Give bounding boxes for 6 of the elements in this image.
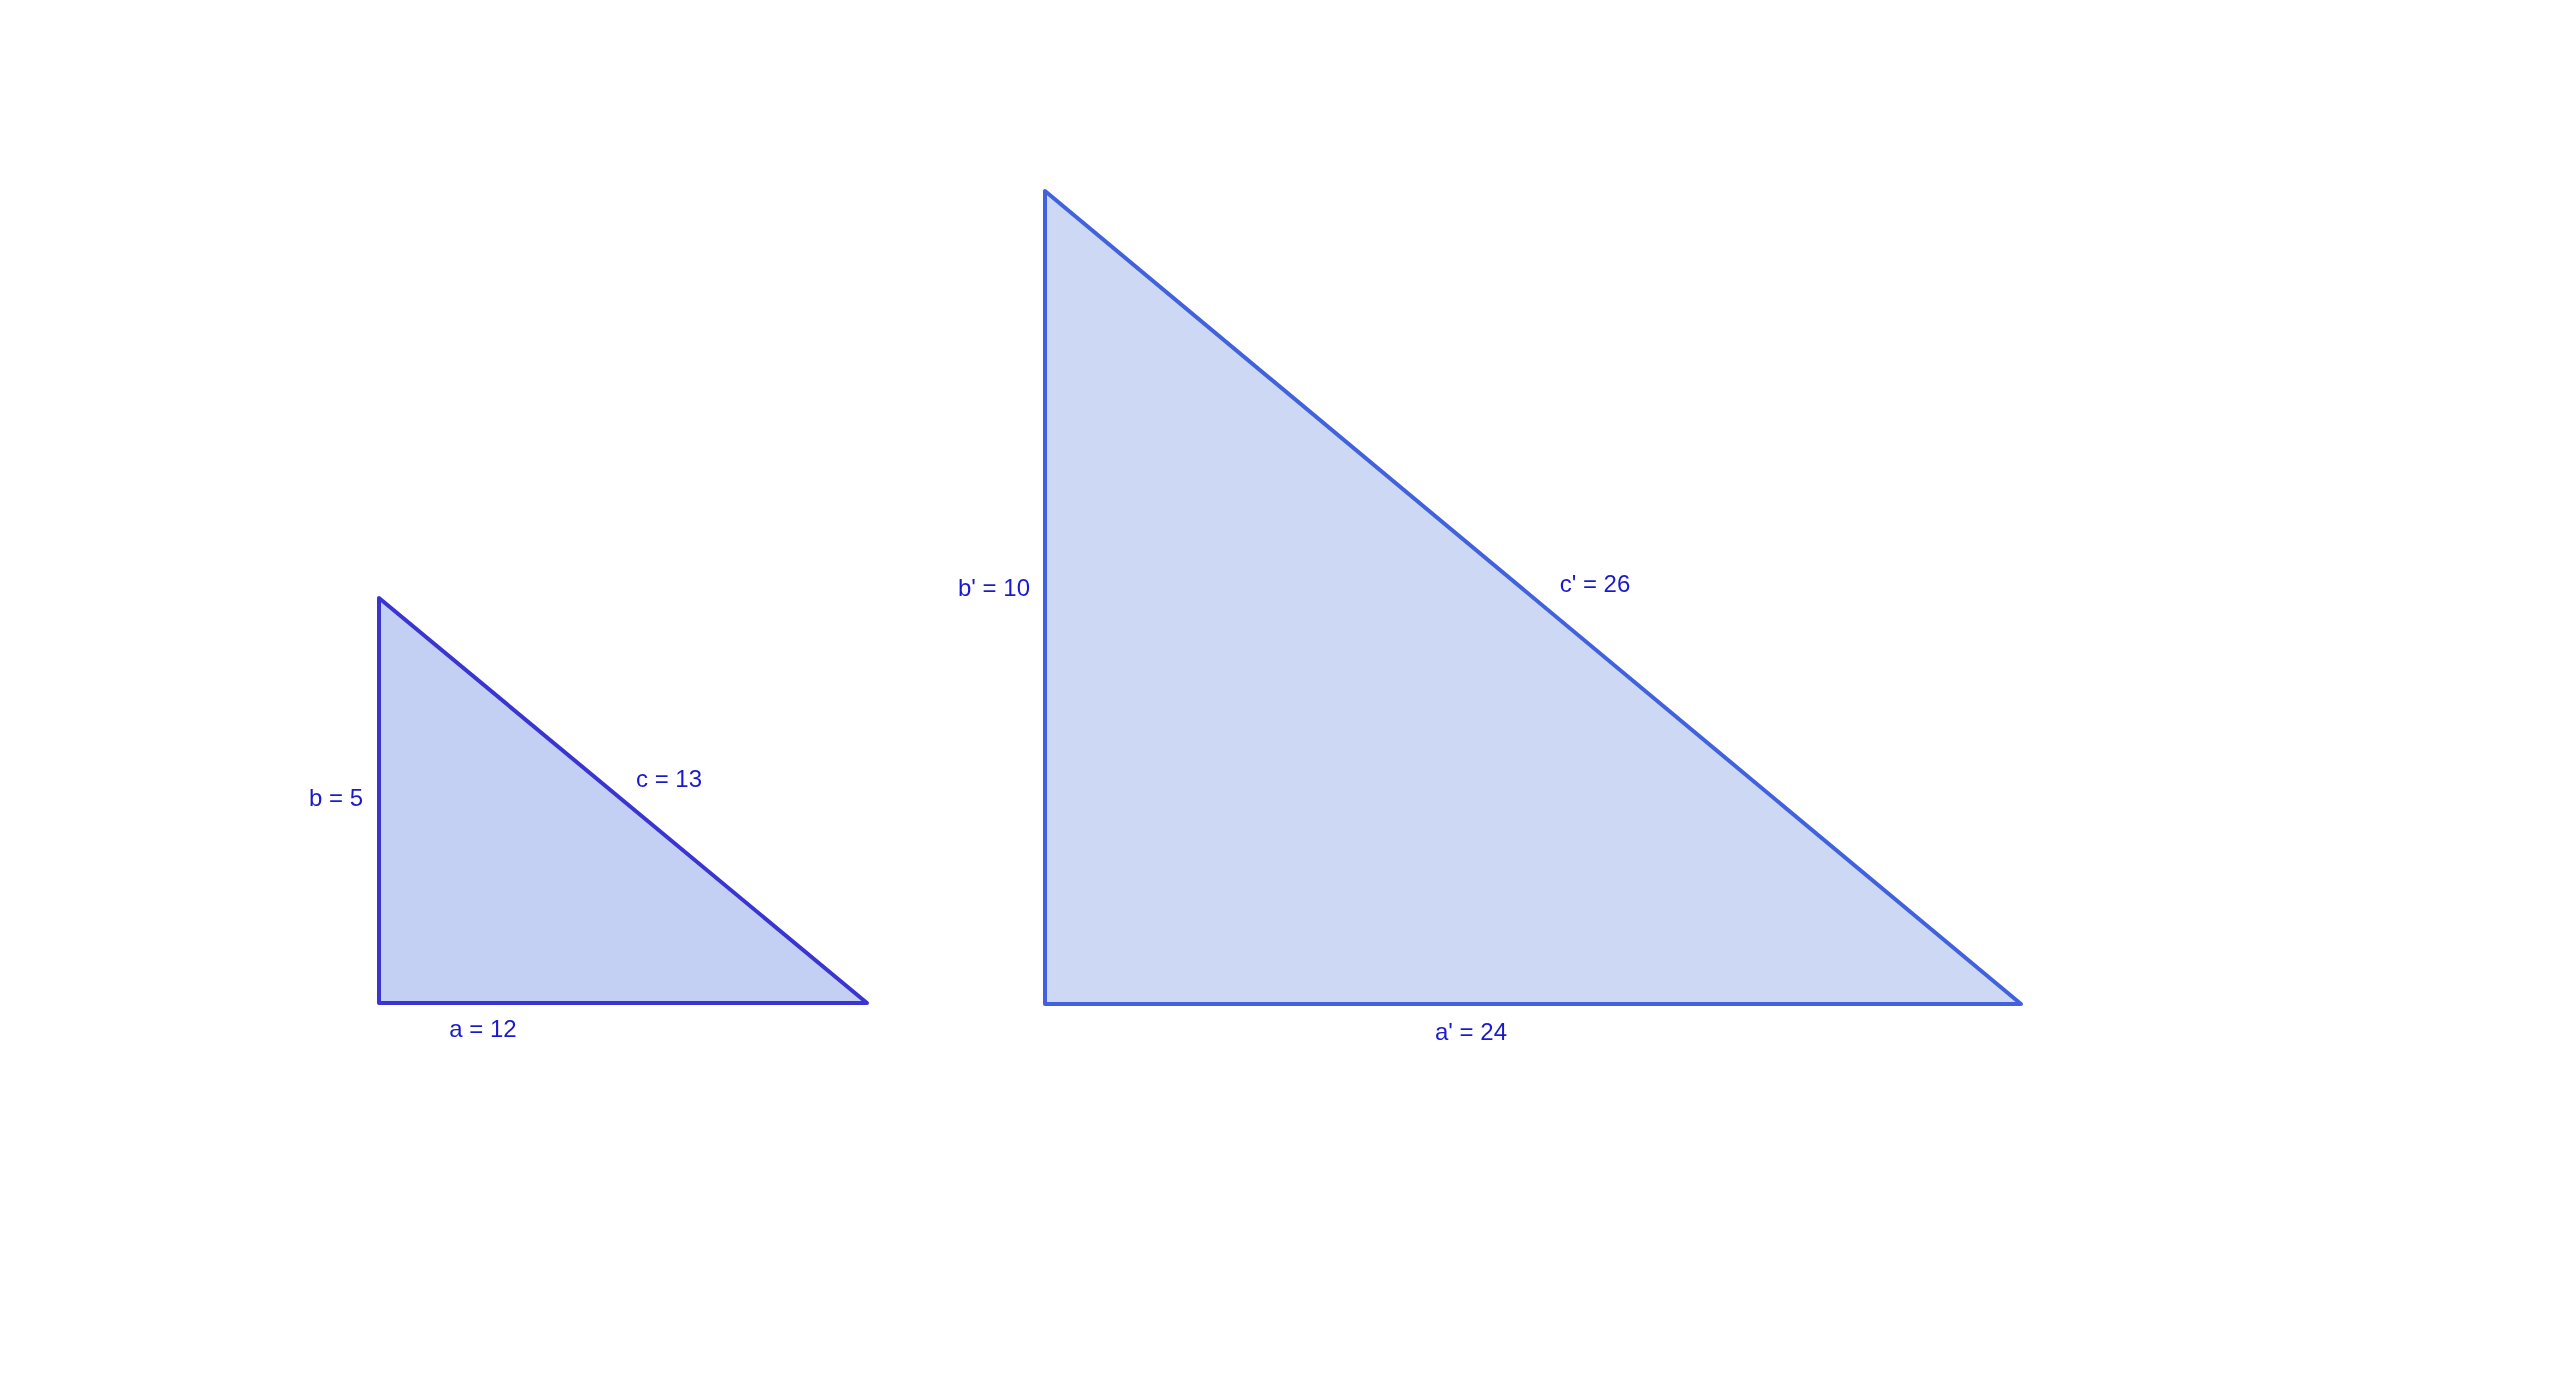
side-length-label: b = 5 (309, 784, 363, 812)
side-length-label: a' = 24 (1435, 1018, 1507, 1046)
side-length-label: b' = 10 (958, 574, 1030, 602)
side-length-label: c' = 26 (1559, 570, 1631, 598)
side-length-label: c = 13 (636, 765, 702, 793)
side-length-label: a = 12 (449, 1015, 517, 1043)
